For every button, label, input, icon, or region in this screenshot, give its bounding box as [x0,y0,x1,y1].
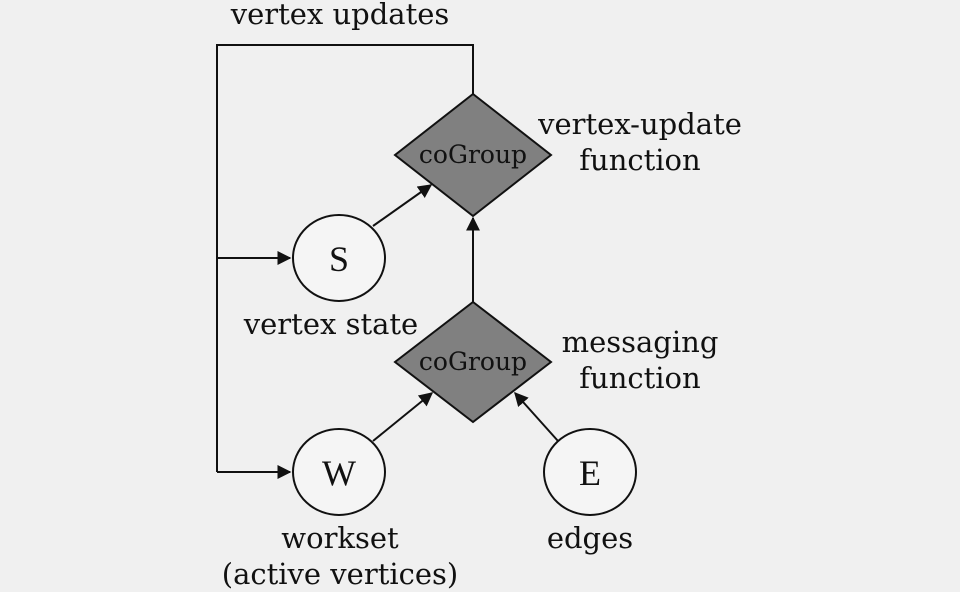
workset-caption-line1: workset [281,521,399,555]
update-operator-label: coGroup [419,140,527,169]
vertex-state-letter: S [329,239,349,279]
messaging-caption-line2: function [579,361,700,395]
messaging-caption-line1: messaging [562,325,719,359]
workset-to-messaging-arrow [372,392,434,442]
workset-letter: W [322,453,356,493]
messaging-diamond [393,300,553,424]
edges-letter: E [579,453,601,493]
edges-node: E [543,428,637,516]
messaging-operator: coGroup [393,300,553,424]
workset-node: W [292,428,386,516]
vertex-state-node: S [292,214,386,302]
vertex-state-caption: vertex state [243,307,418,341]
edges-caption: edges [547,521,633,555]
workset-caption-line2: (active vertices) [222,557,458,591]
update-diamond [393,92,553,218]
state-to-update-arrow [372,184,433,227]
vertex-state-circle [292,214,386,302]
loop-label: vertex updates [230,0,450,31]
edges-circle [543,428,637,516]
messaging-operator-label: coGroup [419,347,527,376]
edges-to-messaging-arrow [514,391,559,442]
workset-circle [292,428,386,516]
vertex-update-operator: coGroup [393,92,553,218]
update-caption-line2: function [579,143,700,177]
update-caption-line1: vertex-update [537,107,742,141]
